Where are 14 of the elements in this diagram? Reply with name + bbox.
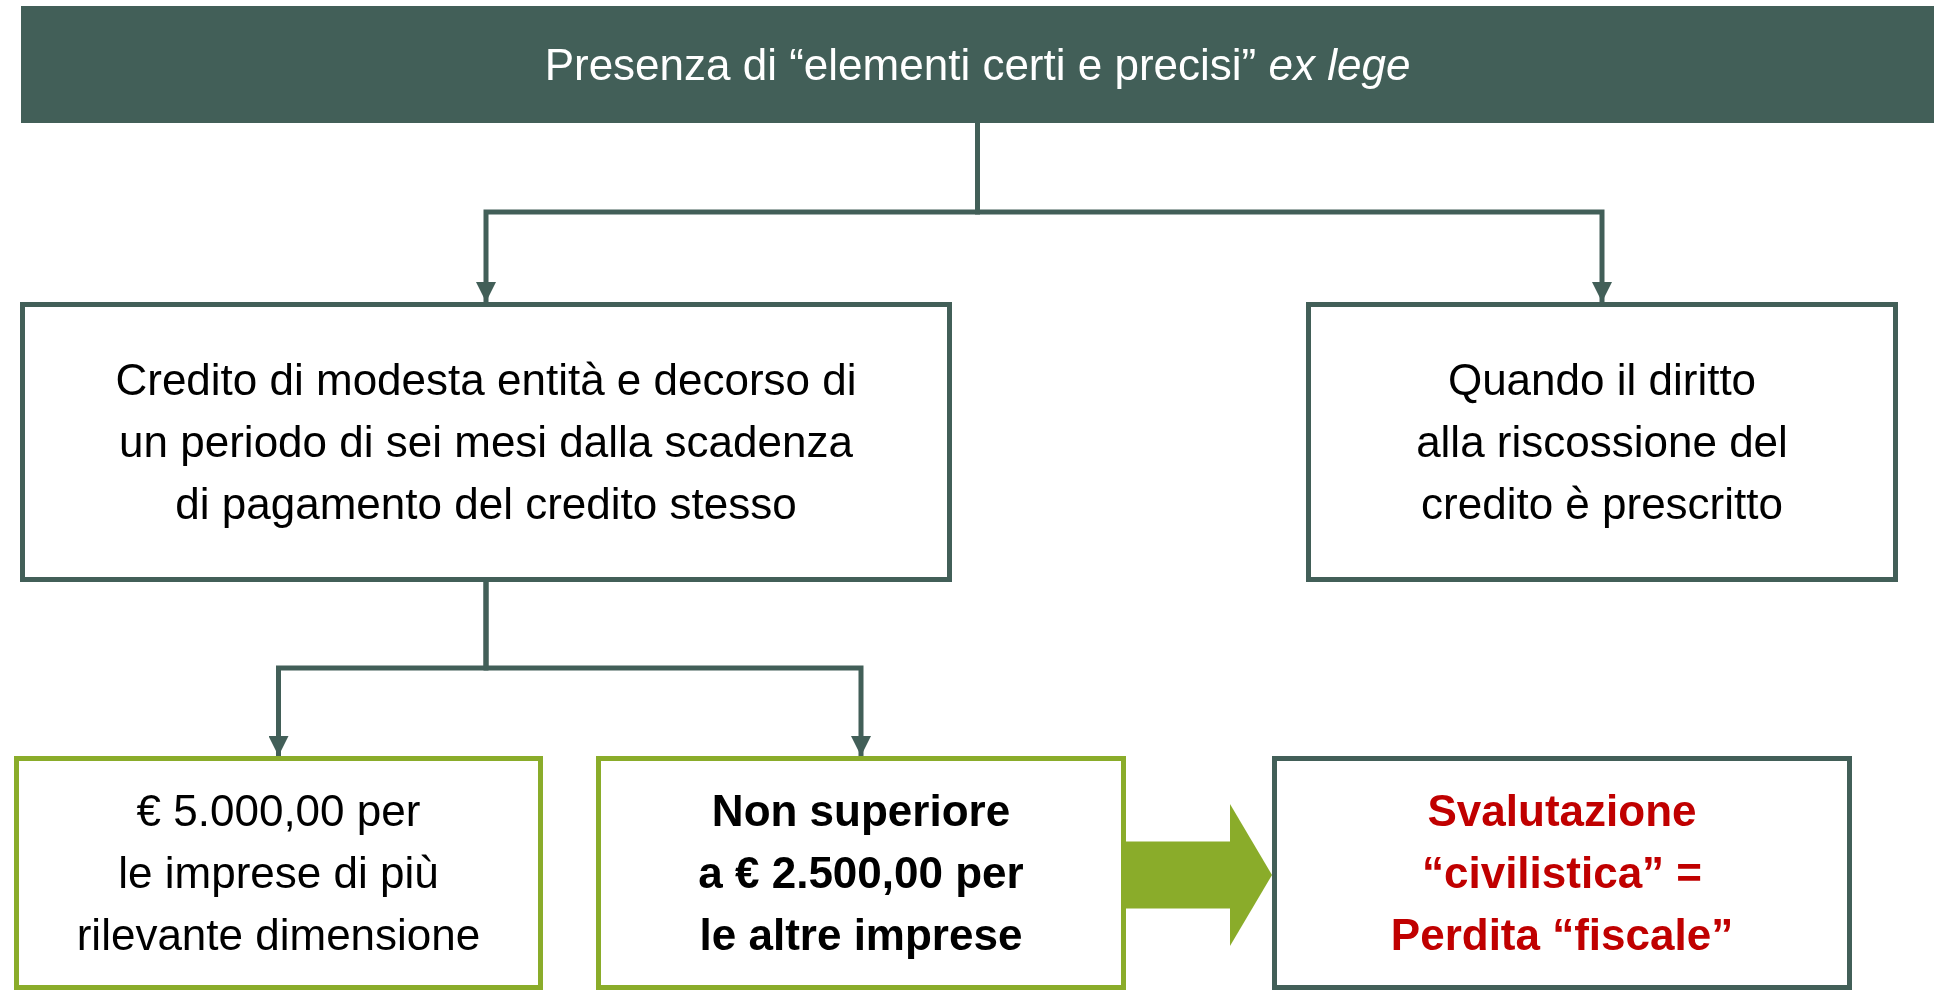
node-text: Quando il diritto alla riscossione del credito è prescritto	[1415, 354, 1789, 530]
threshold-box	[14, 756, 543, 990]
condition-box	[20, 302, 952, 582]
block-arrow	[1126, 804, 1272, 946]
condition-box	[1306, 302, 1898, 582]
node-text: Svalutazione “civilistica” = Perdita “fiscale”	[1389, 785, 1735, 961]
node-text: € 5.000,00 per le imprese di più rilevante dimensione	[75, 785, 482, 961]
node-text: Credito di modesta entità e decorso di un periodo di sei mesi dalla scadenza di pagamento del credito stesso	[114, 354, 858, 530]
node-text: Presenza di “elementi certi e precisi” ex lege	[544, 38, 1411, 91]
connector-arrow	[483, 582, 871, 756]
threshold-box	[596, 756, 1126, 990]
node-text: Non superiore a € 2.500,00 per le altre imprese	[697, 785, 1025, 961]
result-box	[1272, 756, 1852, 990]
title-banner	[21, 6, 1934, 123]
